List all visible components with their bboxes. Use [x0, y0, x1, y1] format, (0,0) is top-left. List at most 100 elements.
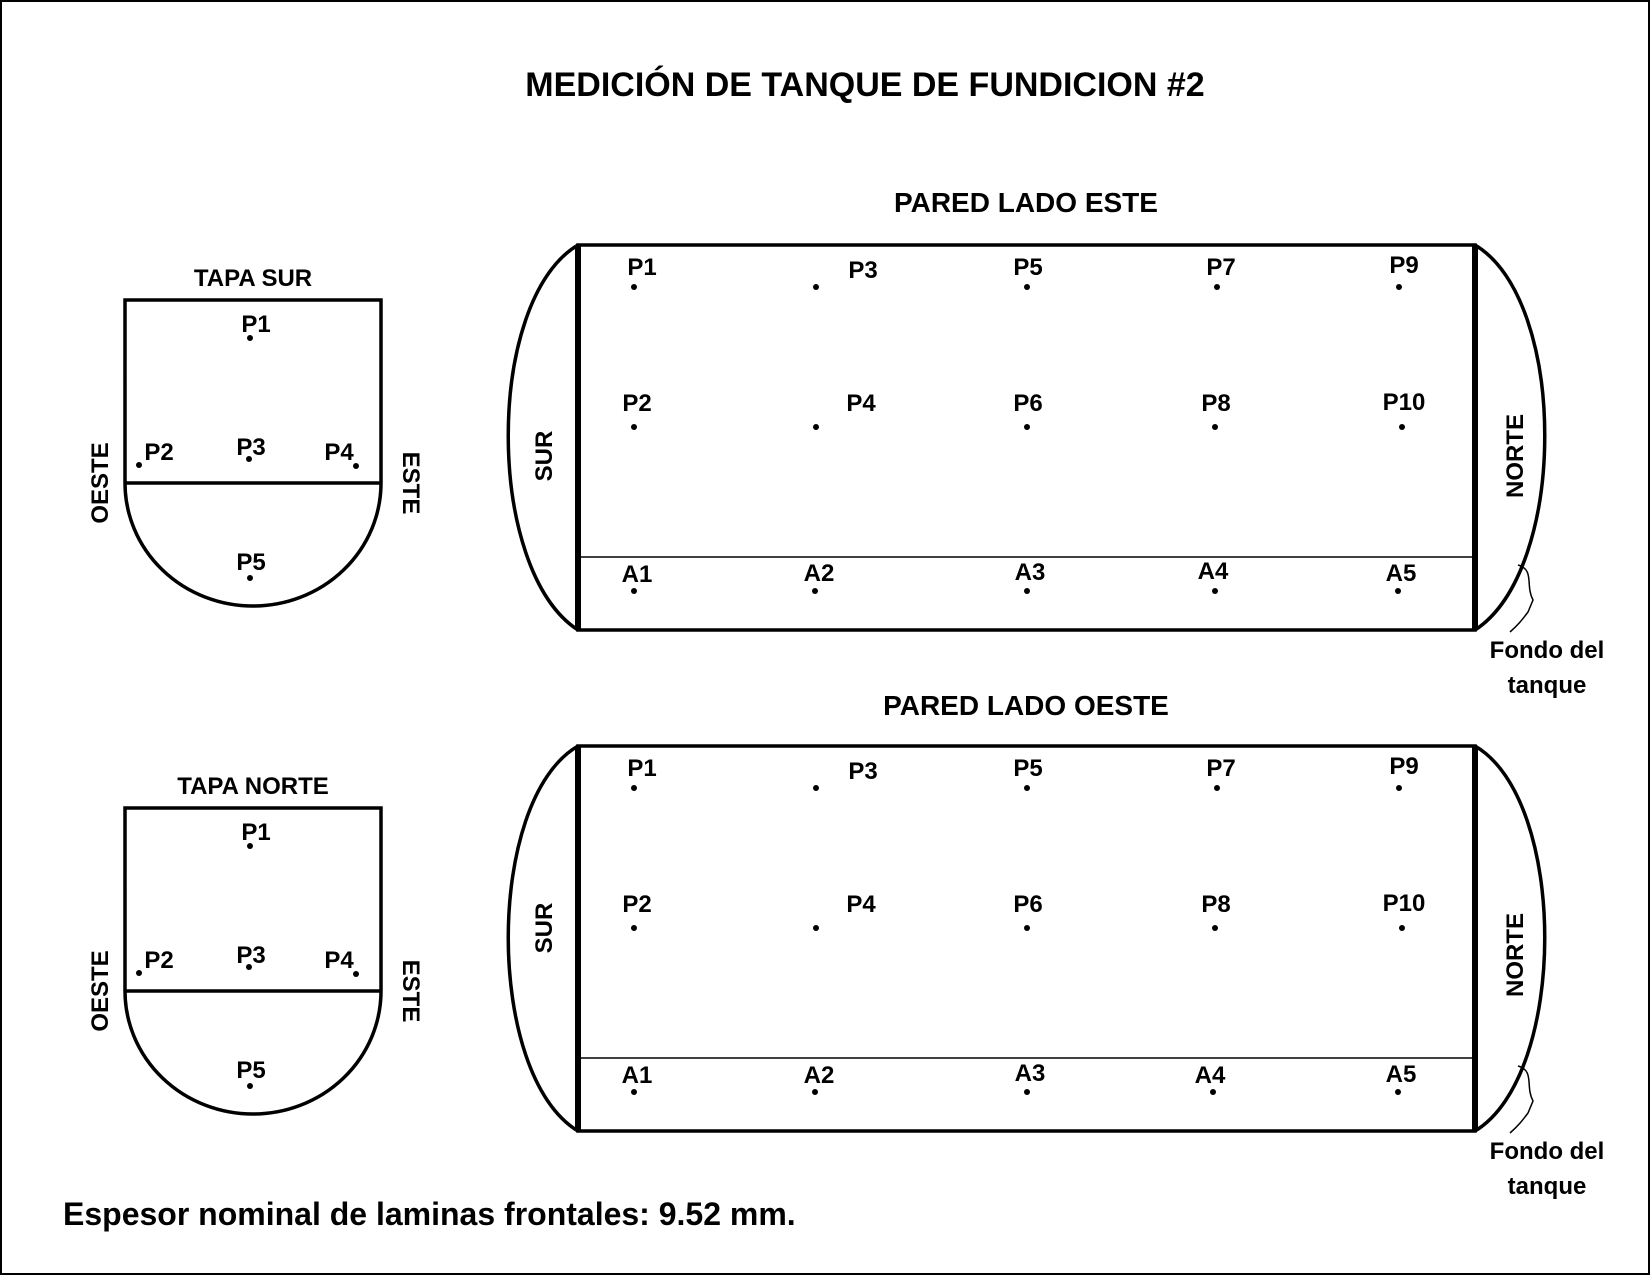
wall-point-label: P6 [1013, 390, 1042, 417]
wall-right-end [1474, 744, 1547, 1133]
wall-point-label: P3 [848, 758, 877, 785]
cap-point-label: P2 [144, 947, 173, 974]
wall-point-label: P1 [627, 755, 656, 782]
bottom-note-line2: tanque [1508, 672, 1587, 699]
wall-pared-lado-oeste: PARED LADO OESTE SUR NORTE P1 P3 P5 P7 P… [506, 690, 1605, 1200]
wall-left-end [506, 243, 579, 632]
wall-point-dot [1214, 785, 1220, 791]
wall-point-dot [813, 925, 819, 931]
cap-point-dot [246, 964, 252, 970]
wall-point-label: P7 [1206, 755, 1235, 782]
wall-right-end-label: NORTE [1502, 913, 1529, 997]
cap-point-label: P5 [236, 1057, 265, 1084]
wall-point-label: A4 [1198, 558, 1229, 585]
wall-point-dot [1214, 284, 1220, 290]
wall-point-dot [1024, 1089, 1030, 1095]
cap-tapa-sur: TAPA SUR OESTE ESTE P1 P2 P3 P4 P5 [87, 265, 424, 608]
wall-point-label: A5 [1386, 1061, 1417, 1088]
wall-point-label: A2 [804, 1062, 835, 1089]
wall-point-label: A2 [804, 560, 835, 587]
wall-point-label: P8 [1201, 891, 1230, 918]
wall-point-dot [1395, 588, 1401, 594]
wall-point-dot [1396, 785, 1402, 791]
wall-point-dot [1399, 925, 1405, 931]
cap-outline [123, 298, 383, 608]
page-title: MEDICIÓN DE TANQUE DE FUNDICION #2 [525, 66, 1204, 104]
wall-left-end [506, 744, 579, 1133]
cap-left-label: OESTE [87, 950, 114, 1031]
cap-left-label: OESTE [87, 442, 114, 523]
footer-note: Espesor nominal de laminas frontales: 9.… [63, 1196, 796, 1232]
cap-right-label: ESTE [397, 452, 424, 515]
wall-point-dot [1024, 588, 1030, 594]
wall-point-label: P8 [1201, 390, 1230, 417]
bottom-brace [1509, 1065, 1534, 1134]
wall-title: PARED LADO ESTE [894, 187, 1158, 218]
wall-point-label: A3 [1015, 559, 1046, 586]
wall-right-end [1474, 243, 1547, 632]
wall-point-dot [1395, 1089, 1401, 1095]
cap-point-label: P5 [236, 549, 265, 576]
cap-point-dot [247, 843, 253, 849]
wall-point-label: P4 [846, 891, 876, 918]
wall-point-label: P5 [1013, 254, 1042, 281]
wall-left-end-label: SUR [531, 903, 558, 954]
wall-point-label: P1 [627, 254, 656, 281]
wall-right-end-label: NORTE [1502, 414, 1529, 498]
wall-pared-lado-este: PARED LADO ESTE SUR NORTE P1 P3 P5 P7 P9… [506, 187, 1605, 699]
cap-point-label: P3 [236, 942, 265, 969]
wall-point-dot [1024, 925, 1030, 931]
cap-point-dot [353, 463, 359, 469]
wall-point-label: A1 [622, 1062, 653, 1089]
cap-tapa-norte: TAPA NORTE OESTE ESTE P1 P2 P3 P4 P5 [87, 773, 424, 1116]
wall-point-label: P10 [1383, 389, 1426, 416]
cap-point-label: P1 [241, 311, 270, 338]
wall-point-label: A3 [1015, 1060, 1046, 1087]
wall-point-dot [631, 588, 637, 594]
wall-point-label: P5 [1013, 755, 1042, 782]
bottom-note-line1: Fondo del [1490, 637, 1605, 664]
cap-point-dot [247, 575, 253, 581]
cap-right-label: ESTE [397, 960, 424, 1023]
wall-point-dot [1212, 588, 1218, 594]
cap-point-label: P1 [241, 819, 270, 846]
wall-point-dot [631, 1089, 637, 1095]
wall-point-dot [631, 284, 637, 290]
wall-point-dot [1024, 785, 1030, 791]
wall-point-label: P7 [1206, 254, 1235, 281]
cap-point-dot [246, 456, 252, 462]
wall-point-dot [1396, 284, 1402, 290]
wall-point-label: A1 [622, 561, 653, 588]
cap-point-dot [136, 970, 142, 976]
wall-left-end-label: SUR [531, 431, 558, 482]
cap-point-label: P3 [236, 434, 265, 461]
wall-point-dot [1210, 1089, 1216, 1095]
wall-point-label: P4 [846, 390, 876, 417]
wall-point-dot [631, 925, 637, 931]
bottom-note-line2: tanque [1508, 1173, 1587, 1200]
bottom-brace [1509, 564, 1534, 633]
cap-point-dot [247, 1083, 253, 1089]
wall-point-label: A5 [1386, 560, 1417, 587]
cap-title: TAPA SUR [194, 265, 312, 292]
wall-point-label: P6 [1013, 891, 1042, 918]
bottom-note-line1: Fondo del [1490, 1138, 1605, 1165]
cap-point-dot [353, 971, 359, 977]
cap-point-label: P4 [324, 947, 354, 974]
wall-point-dot [813, 424, 819, 430]
cap-point-dot [247, 335, 253, 341]
cap-point-dot [136, 462, 142, 468]
wall-point-label: P9 [1389, 753, 1418, 780]
wall-point-label: A4 [1195, 1062, 1226, 1089]
wall-point-dot [1399, 424, 1405, 430]
wall-point-dot [631, 424, 637, 430]
cap-point-label: P2 [144, 439, 173, 466]
wall-point-label: P2 [622, 891, 651, 918]
wall-point-dot [631, 785, 637, 791]
wall-title: PARED LADO OESTE [883, 690, 1169, 721]
wall-point-dot [1212, 424, 1218, 430]
wall-point-label: P3 [848, 257, 877, 284]
wall-point-label: P9 [1389, 252, 1418, 279]
wall-point-dot [1024, 424, 1030, 430]
